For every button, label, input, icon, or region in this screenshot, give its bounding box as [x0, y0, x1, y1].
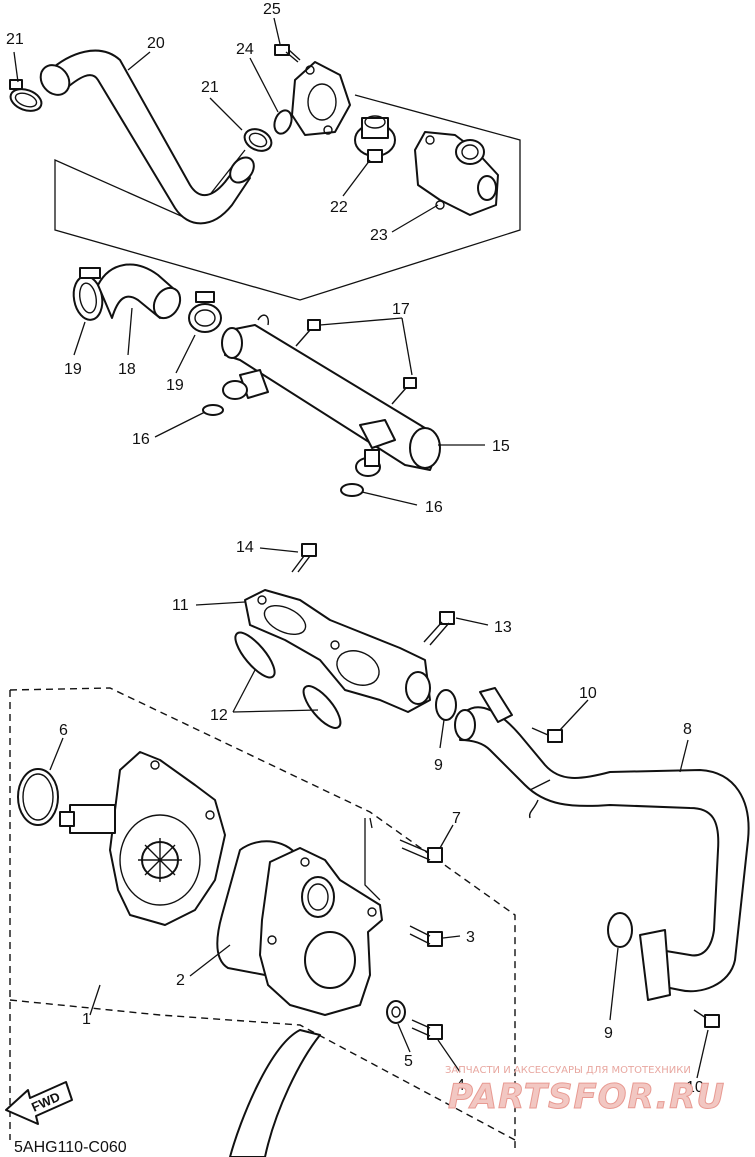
o-ring-12a[interactable]: [229, 627, 280, 683]
thermostat-housing-23[interactable]: [414, 131, 499, 216]
callout-10-top: 10: [579, 685, 597, 702]
callout-21-mid: 21: [201, 79, 219, 96]
callout-19-right: 19: [166, 377, 184, 394]
watermark-brand: PARTSFOR.RU: [448, 1077, 725, 1117]
thermostat-cover[interactable]: [291, 61, 351, 136]
callout-3: 3: [466, 929, 475, 946]
watermark-tagline: ЗАПЧАСТИ И АКСЕССУАРЫ ДЛЯ МОТОТЕХНИКИ: [445, 1065, 691, 1076]
water-pump-housing[interactable]: [259, 847, 383, 1016]
bolt-25[interactable]: [274, 44, 301, 63]
hose-clamp-19a[interactable]: [70, 267, 105, 322]
group-frame-top: [54, 94, 521, 301]
callout-7: 7: [452, 810, 461, 827]
callout-25: 25: [263, 1, 281, 18]
callout-23: 23: [370, 227, 388, 244]
callout-22: 22: [330, 199, 348, 216]
diagram-code: 5AHG110-C060: [14, 1139, 127, 1156]
o-ring-9b[interactable]: [607, 912, 633, 948]
washer-5[interactable]: [386, 1000, 406, 1024]
bolt-4[interactable]: [411, 1019, 443, 1040]
o-ring-16b[interactable]: [340, 483, 364, 497]
callout-8: 8: [683, 721, 692, 738]
o-ring-12b[interactable]: [298, 681, 347, 734]
fwd-arrow: FWD: [5, 1081, 73, 1125]
water-pump-impeller-body[interactable]: [59, 751, 226, 926]
water-pump-dashed-frame: [9, 687, 516, 1148]
callout-11: 11: [172, 597, 189, 614]
o-ring-24[interactable]: [271, 108, 294, 136]
bolt-10a[interactable]: [531, 727, 563, 743]
water-pump-group: [9, 543, 750, 1157]
bolt-7[interactable]: [399, 839, 443, 863]
water-pipe-group: [70, 263, 441, 497]
o-ring-16a[interactable]: [202, 404, 224, 416]
callout-4: 4: [456, 1077, 465, 1094]
o-ring-9a[interactable]: [435, 689, 457, 721]
callout-labels: 21 20 21 24 25 22 23 19 18 19 17 16 15 1…: [6, 1, 704, 1096]
o-ring-6[interactable]: [17, 768, 59, 826]
callout-2: 2: [176, 972, 185, 989]
bolt-14[interactable]: [291, 543, 317, 573]
thermostat-22[interactable]: [354, 115, 396, 163]
thermostat-assembly-group: [8, 44, 521, 301]
water-pipe-15[interactable]: [221, 314, 441, 477]
lower-hose[interactable]: [229, 1029, 321, 1157]
callout-10-bottom: 10: [686, 1079, 704, 1096]
callout-9-top: 9: [434, 757, 443, 774]
callout-17: 17: [392, 301, 410, 318]
callout-24: 24: [236, 41, 254, 58]
callout-9-bottom: 9: [604, 1025, 613, 1042]
callout-6: 6: [59, 722, 68, 739]
radiator-hose-20[interactable]: [35, 49, 259, 225]
callout-1: 1: [82, 1011, 91, 1028]
watermark: ЗАПЧАСТИ И АКСЕССУАРЫ ДЛЯ МОТОТЕХНИКИ PA…: [445, 1065, 725, 1118]
callout-19-left: 19: [64, 361, 82, 378]
callout-21-top: 21: [6, 31, 24, 48]
bolt-13[interactable]: [423, 611, 455, 646]
water-pipe-8[interactable]: [454, 687, 750, 1001]
outlet-pipe-11[interactable]: [244, 589, 431, 713]
callout-16-right: 16: [425, 499, 443, 516]
callout-12: 12: [210, 707, 228, 724]
leader-lines: [13, 17, 709, 1079]
callout-15: 15: [492, 438, 510, 455]
callout-14: 14: [236, 539, 254, 556]
bolt-17a[interactable]: [295, 319, 321, 347]
bolt-3[interactable]: [409, 925, 443, 947]
hose-clamp-19b[interactable]: [188, 291, 222, 333]
callout-20: 20: [147, 35, 165, 52]
callout-16-left: 16: [132, 431, 150, 448]
callout-5: 5: [404, 1053, 413, 1070]
callout-13: 13: [494, 619, 512, 636]
bolt-17b[interactable]: [391, 377, 417, 405]
bolt-10b[interactable]: [693, 1009, 720, 1028]
callout-18: 18: [118, 361, 136, 378]
hose-clamp-21b[interactable]: [241, 125, 275, 155]
hose-clamp-21a[interactable]: [8, 79, 45, 115]
hose-18[interactable]: [97, 263, 185, 323]
